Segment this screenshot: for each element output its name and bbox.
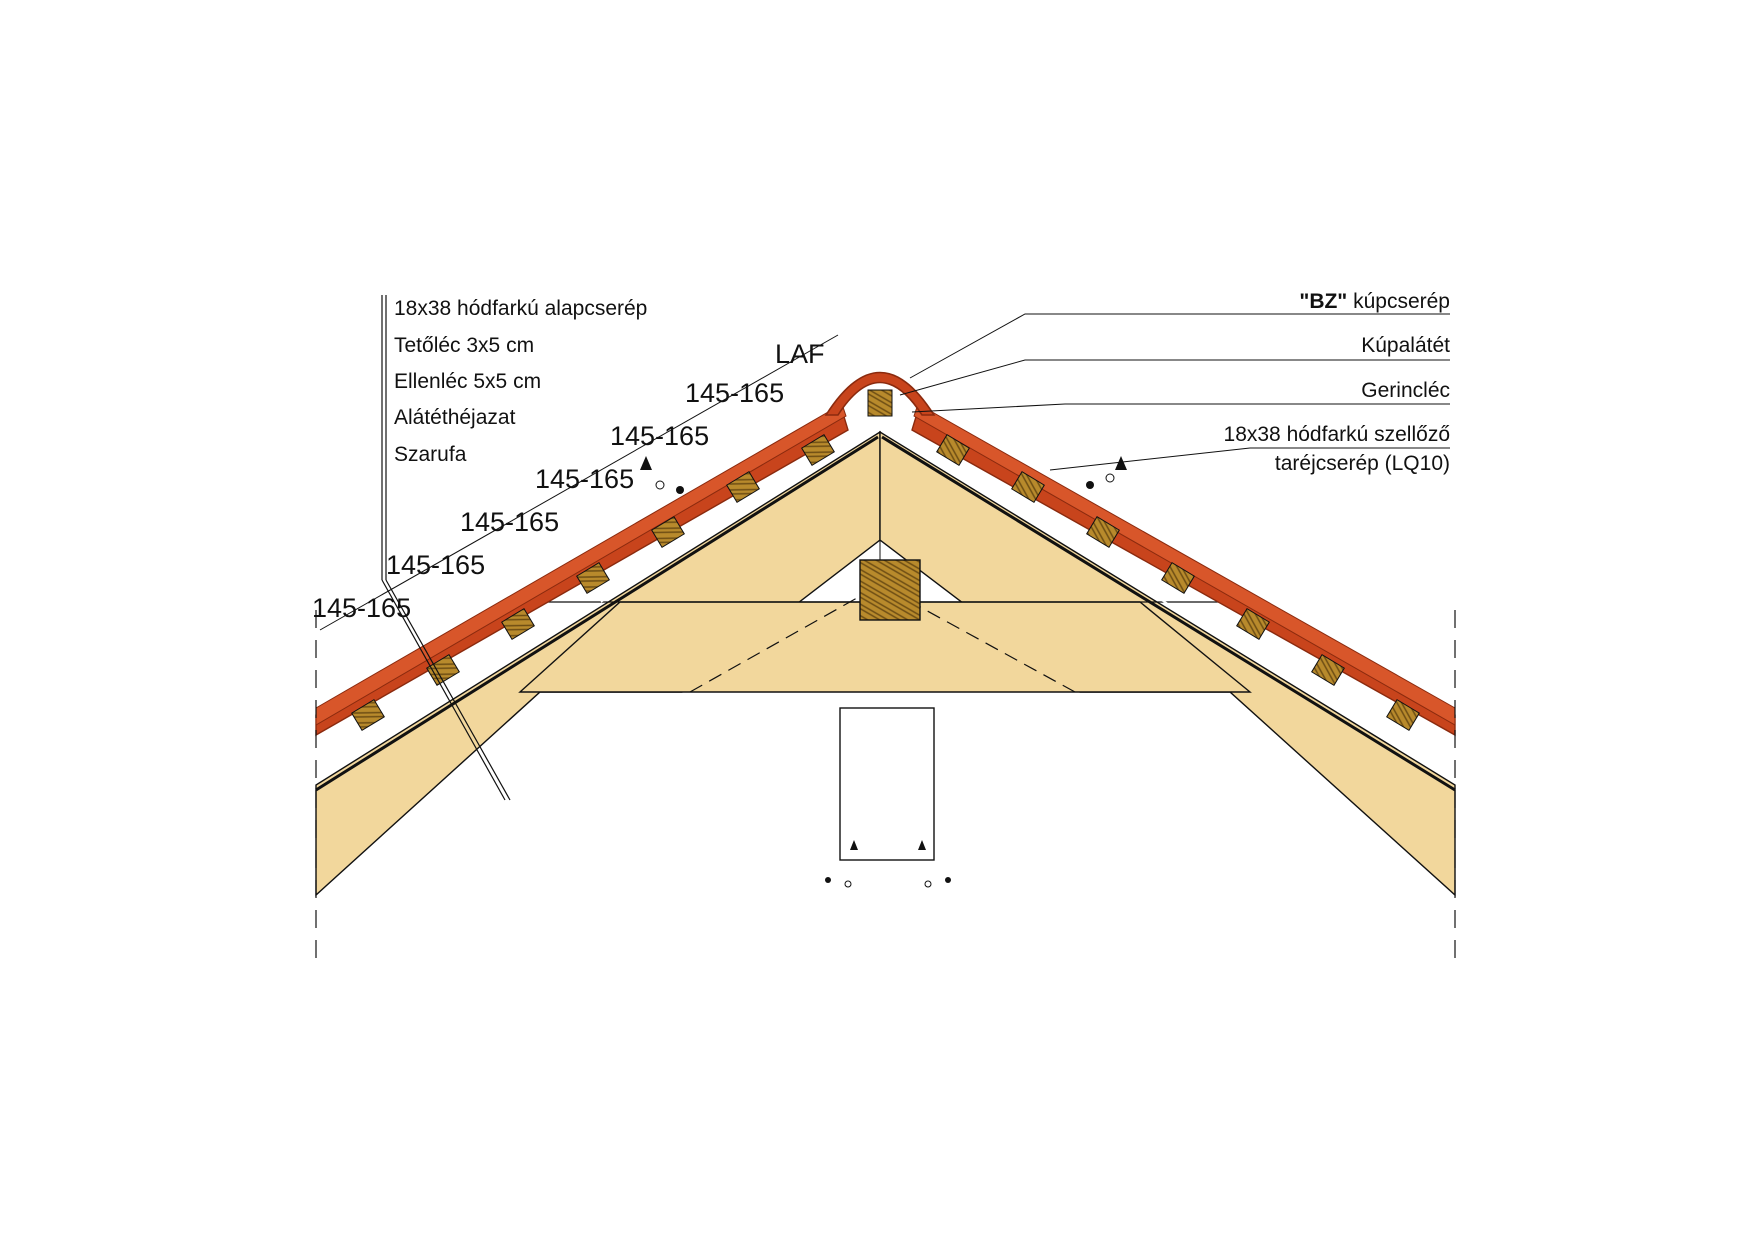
left-label-list: 18x38 hódfarkú alapcserép Tetőléc 3x5 cm… xyxy=(394,297,647,466)
dimension-spacing-6: 145-165 xyxy=(685,378,784,408)
dimension-spacing-5: 145-165 xyxy=(610,421,709,451)
label-counter-batten: Ellenléc 5x5 cm xyxy=(394,370,541,393)
label-ridge-batten: Gerincléc xyxy=(1361,379,1450,402)
king-post xyxy=(839,707,935,861)
label-vent-tile-line2: taréjcserép (LQ10) xyxy=(1275,452,1450,475)
label-vent-tile-line1: 18x38 hódfarkú szellőző xyxy=(1224,423,1450,446)
label-ridge-underlay: Kúpalátét xyxy=(1361,334,1450,357)
label-underlay: Alátéthéjazat xyxy=(394,406,516,429)
right-leader-lines xyxy=(899,313,1450,471)
label-rafter: Szarufa xyxy=(394,443,467,466)
dimension-spacing-4: 145-165 xyxy=(535,464,634,494)
battens-right xyxy=(936,434,1420,731)
dimension-spacing-3: 145-165 xyxy=(460,507,559,537)
ventilation-markers xyxy=(640,456,1127,888)
underlay-membrane xyxy=(315,430,1456,792)
ridge-tile xyxy=(824,371,936,416)
dimension-laf: LAF xyxy=(775,339,825,369)
label-tile-batten: Tetőléc 3x5 cm xyxy=(394,334,534,357)
right-label-list: "BZ" kúpcserép Kúpalátét Gerincléc 18x38… xyxy=(1224,290,1451,475)
ridge-batten xyxy=(867,389,893,417)
dimension-spacing-1: 145-165 xyxy=(312,593,411,623)
ridge-purlin xyxy=(859,559,921,621)
rafters xyxy=(315,430,1456,897)
label-ridge-tile-bold: "BZ" xyxy=(1299,290,1347,313)
label-ridge-tile: "BZ" kúpcserép xyxy=(1299,290,1450,313)
dimension-spacing-2: 145-165 xyxy=(386,550,485,580)
label-base-tile: 18x38 hódfarkú alapcserép xyxy=(394,297,647,320)
label-ridge-tile-rest: kúpcserép xyxy=(1347,290,1450,313)
dimension-chain: 145-165 145-165 145-165 145-165 145-165 … xyxy=(312,334,839,631)
battens-left xyxy=(351,434,835,731)
